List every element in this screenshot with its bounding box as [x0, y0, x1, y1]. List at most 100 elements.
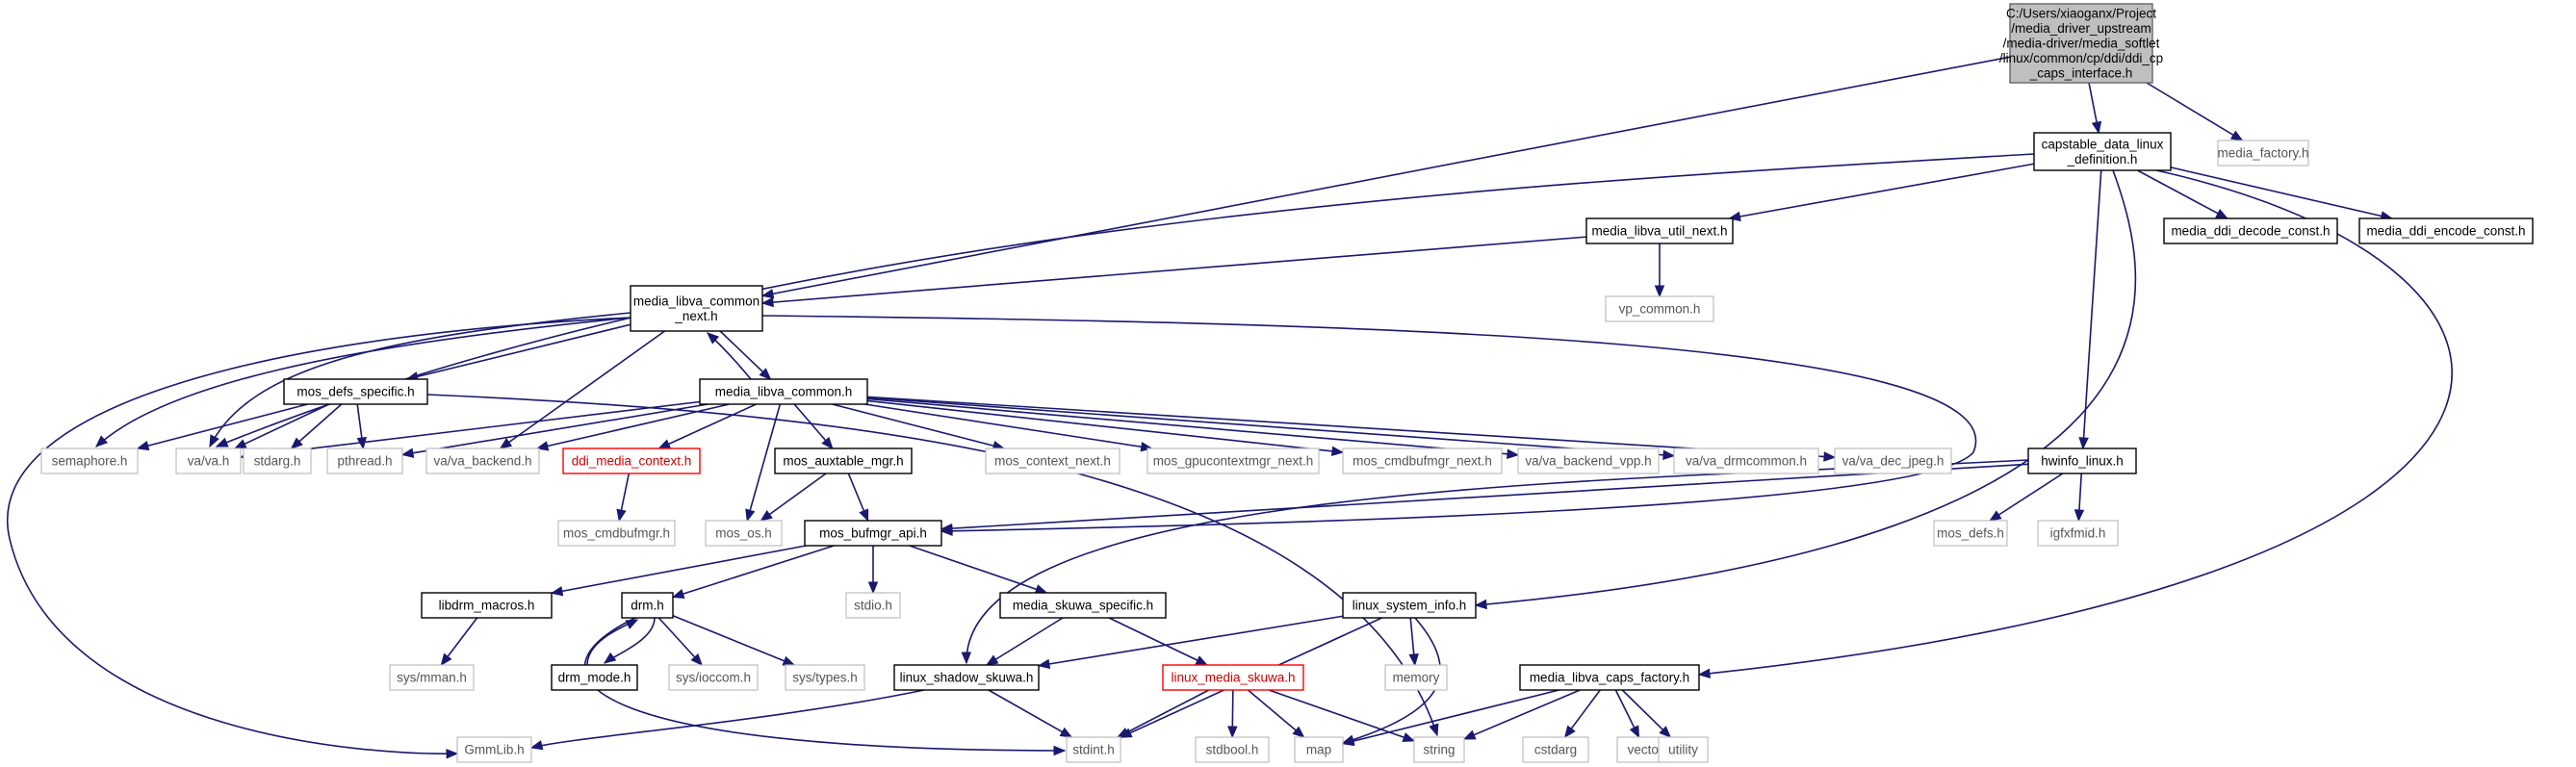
edge-util-next-to-common-next — [761, 236, 1587, 304]
node-map[interactable]: map — [1294, 736, 1344, 763]
edge-caps-factory-to-map-arrowhead — [1341, 735, 1355, 747]
node-stdarg[interactable]: stdarg.h — [243, 447, 312, 474]
edge-libva-common-to-va-backend-vpp-arrowhead — [1507, 448, 1520, 459]
node-sys-mman[interactable]: sys/mman.h — [389, 664, 475, 691]
node-box — [2027, 447, 2137, 474]
node-mos-cmdbufmgr-next[interactable]: mos_cmdbufmgr_next.h — [1342, 447, 1503, 474]
node-linux-media-skuwa[interactable]: linux_media_skuwa.h — [1162, 664, 1304, 691]
node-caps-factory[interactable]: media_libva_caps_factory.h — [1519, 664, 1700, 691]
node-va-drmcommon[interactable]: va/va_drmcommon.h — [1673, 447, 1819, 474]
edge-root-to-media-factory — [2146, 82, 2243, 141]
node-capstable[interactable]: capstable_data_linux_definition.h — [2033, 132, 2172, 171]
edge-caps-factory-to-cstdarg-arrowhead — [1563, 725, 1576, 739]
edge-mos-bufmgr-api-to-libdrm-macros — [551, 545, 807, 595]
node-mos-gpucontextmgr[interactable]: mos_gpucontextmgr_next.h — [1146, 447, 1320, 474]
node-box — [557, 520, 676, 547]
edge-drm-h-to-stdint — [583, 617, 1066, 752]
node-utility[interactable]: utility — [1658, 736, 1709, 763]
edge-mos-defs-specific-to-semaphore — [137, 403, 308, 449]
edge-libva-common-to-va-backend-vpp — [866, 397, 1519, 456]
edge-ddi-media-context-to-mos-cmdbufmgr-arrowhead — [616, 508, 627, 523]
node-label: pthread.h — [337, 454, 392, 469]
edge-root-to-capstable-arrowhead — [2091, 120, 2102, 135]
edge-mos-bufmgr-api-to-media-skuwa-specific — [909, 545, 1047, 594]
node-box — [456, 736, 532, 763]
node-label: va/va_drmcommon.h — [1686, 454, 1807, 469]
node-igfxfmid[interactable]: igfxfmid.h — [2037, 520, 2119, 547]
node-common-next[interactable]: media_libva_common_next.h — [630, 285, 763, 332]
node-encode-const[interactable]: media_ddi_encode_const.h — [2358, 217, 2534, 244]
node-libva-common[interactable]: media_libva_common.h — [699, 378, 868, 405]
node-vp-common[interactable]: vp_common.h — [1605, 295, 1714, 322]
node-sys-types[interactable]: sys/types.h — [785, 664, 865, 691]
node-label: sys/types.h — [792, 671, 858, 685]
node-mos-defs[interactable]: mos_defs.h — [1933, 520, 2008, 547]
edge-libva-common-to-va-h — [240, 400, 701, 458]
edge-common-next-to-va-backend-arrowhead — [499, 438, 513, 449]
node-mos-context-next[interactable]: mos_context_next.h — [985, 447, 1121, 474]
node-gmmlib[interactable]: GmmLib.h — [456, 736, 532, 763]
node-mos-defs-specific[interactable]: mos_defs_specific.h — [283, 378, 428, 405]
node-mos-auxtable[interactable]: mos_auxtable_mgr.h — [774, 447, 913, 474]
node-label: media_libva_common.h — [715, 385, 853, 399]
node-va-h[interactable]: va/va.h — [175, 447, 242, 474]
node-label: utility — [1668, 743, 1698, 757]
edge-drm-h-to-drm-mode-arrowhead — [603, 652, 617, 664]
node-box — [243, 447, 312, 474]
node-stdbool[interactable]: stdbool.h — [1195, 736, 1270, 763]
edge-caps-factory-to-vector-arrowhead — [1629, 725, 1640, 739]
node-libdrm-macros[interactable]: libdrm_macros.h — [421, 592, 553, 619]
node-linux-system-info[interactable]: linux_system_info.h — [1342, 592, 1477, 619]
node-util-next[interactable]: media_libva_util_next.h — [1585, 217, 1734, 244]
node-mos-os[interactable]: mos_os.h — [705, 520, 783, 547]
node-media-skuwa-specific[interactable]: media_skuwa_specific.h — [999, 592, 1167, 619]
node-linux-shadow-skuwa[interactable]: linux_shadow_skuwa.h — [893, 664, 1040, 691]
node-label: linux_shadow_skuwa.h — [900, 671, 1034, 685]
edge-libdrm-macros-to-sys-mman-arrowhead — [440, 652, 452, 667]
edge-capstable-to-util-next — [1729, 163, 2035, 219]
node-va-dec-jpeg[interactable]: va/va_dec_jpeg.h — [1834, 447, 1952, 474]
node-memory[interactable]: memory — [1384, 664, 1448, 691]
node-label: media_ddi_decode_const.h — [2171, 224, 2330, 239]
edge-linux-media-skuwa-to-stdint-arrowhead — [1116, 728, 1130, 738]
node-va-backend-vpp[interactable]: va/va_backend_vpp.h — [1517, 447, 1660, 474]
edge-common-next-to-semaphore — [95, 317, 631, 447]
edge-mos-bufmgr-api-to-drm-h — [672, 545, 835, 599]
edge-linux-media-skuwa-to-string — [1268, 689, 1415, 742]
edge-util-next-to-vp-common-arrowhead — [1654, 285, 1665, 298]
edge-libva-common-to-ddi-media-context-arrowhead — [657, 439, 672, 449]
edge-mos-auxtable-to-mos-os-arrowhead — [760, 510, 773, 522]
node-hwinfo-linux[interactable]: hwinfo_linux.h — [2027, 447, 2137, 474]
node-pthread[interactable]: pthread.h — [326, 447, 403, 474]
node-cstdarg[interactable]: cstdarg — [1522, 736, 1589, 763]
node-box — [1522, 736, 1589, 763]
node-label: mos_gpucontextmgr_next.h — [1153, 454, 1314, 469]
node-ddi-media-context[interactable]: ddi_media_context.h — [562, 447, 701, 474]
node-box — [421, 592, 553, 619]
edge-linux-media-skuwa-to-stdint — [1117, 689, 1210, 738]
node-label: stdint.h — [1072, 743, 1115, 757]
node-media-factory[interactable]: media_factory.h — [2217, 140, 2309, 166]
node-mos-cmdbufmgr[interactable]: mos_cmdbufmgr.h — [557, 520, 676, 547]
node-va-backend[interactable]: va/va_backend.h — [425, 447, 540, 474]
node-string[interactable]: string — [1413, 736, 1465, 763]
node-drm-h[interactable]: drm.h — [621, 592, 674, 619]
node-sys-ioccom[interactable]: sys/ioccom.h — [668, 664, 759, 691]
node-stdio[interactable]: stdio.h — [845, 592, 901, 619]
node-semaphore[interactable]: semaphore.h — [40, 447, 139, 474]
node-mos-bufmgr-api[interactable]: mos_bufmgr_api.h — [804, 520, 942, 547]
nodes-layer: C:/Users/xiaoganx/Project/media_driver_u… — [40, 3, 2534, 763]
node-drm-mode[interactable]: drm_mode.h — [551, 664, 638, 691]
node-label: capstable_data_linux — [2042, 137, 2164, 151]
node-stdint[interactable]: stdint.h — [1066, 736, 1121, 763]
node-root[interactable]: C:/Users/xiaoganx/Project/media_driver_u… — [1999, 3, 2163, 84]
edge-libva-common-to-mos-cmdbufmgr-next-arrowhead — [1331, 446, 1345, 457]
edge-libva-common-to-va-backend-arrowhead — [535, 441, 550, 451]
edge-linux-media-skuwa-to-map — [1247, 689, 1305, 738]
node-box — [2009, 3, 2153, 84]
edge-mos-auxtable-to-mos-os — [760, 473, 827, 522]
edge-libva-common-to-mos-cmdbufmgr-next — [866, 399, 1344, 453]
node-label: stdbool.h — [1206, 743, 1259, 757]
node-decode-const[interactable]: media_ddi_decode_const.h — [2163, 217, 2338, 244]
edge-root-to-media-factory-arrowhead — [2229, 130, 2244, 141]
